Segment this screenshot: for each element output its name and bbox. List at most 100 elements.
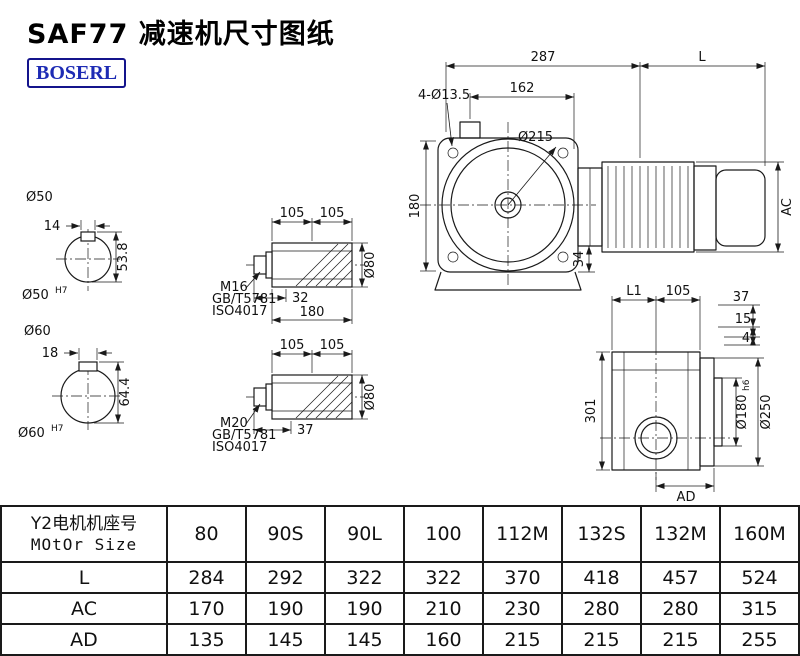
flange-circle	[441, 138, 575, 272]
dim-seg2-b: 105	[320, 338, 345, 353]
boserl-logo: BOSERL	[27, 58, 127, 88]
table-cell: 457	[640, 561, 721, 594]
table-cell: 215	[640, 623, 721, 656]
table-cell: 524	[719, 561, 800, 594]
header-label-en: MOtOr Size	[30, 535, 138, 554]
table-cell: 210	[403, 592, 484, 625]
dim-bolt-len-a: 32	[292, 291, 309, 306]
dim-AD: AD	[677, 490, 696, 505]
header-label-cn: Y2电机机座号	[30, 514, 138, 534]
keyway-b	[78, 361, 98, 372]
dim-4: 4	[742, 331, 750, 346]
label-bolt-holes: 4-Ø13.5	[418, 88, 470, 103]
label-bore-a: Ø50	[22, 288, 49, 303]
row-label-AC: AC	[0, 592, 168, 625]
dim-37: 37	[733, 290, 750, 305]
dim-side-105: 105	[666, 284, 691, 299]
table-cell: 135	[166, 623, 247, 656]
col-header-112m: 112M	[482, 505, 563, 563]
dimension-table: Y2电机机座号 MOtOr Size 80 90S 90L 100 112M 1…	[0, 505, 800, 656]
table-cell: 370	[482, 561, 563, 594]
dim-flange-dia-215: Ø215	[518, 130, 553, 145]
table-cell: 322	[403, 561, 484, 594]
label-dia-a: Ø50	[26, 190, 53, 205]
front-view: 287 L 4-Ø13.5 162 Ø215 180 34 AC	[408, 50, 795, 291]
table-cell: 292	[245, 561, 326, 594]
dim-motor-height-AC: AC	[780, 198, 795, 216]
row-label-AD: AD	[0, 623, 168, 656]
dim-bolt-len-b: 37	[297, 423, 314, 438]
table-cell: 280	[640, 592, 721, 625]
dim-seg1-a: 105	[280, 206, 305, 221]
dim-key-height-a: 53.8	[116, 243, 131, 272]
label-std1-a: GB/T5781	[212, 292, 276, 307]
table-row-AC: AC 170 190 190 210 230 280 280 315	[0, 592, 800, 625]
dim-15: 15	[735, 312, 752, 327]
col-header-90l: 90L	[324, 505, 405, 563]
dim-boss-tol-h6: h6	[742, 379, 752, 391]
table-cell: 230	[482, 592, 563, 625]
output-flange	[699, 357, 715, 467]
dim-flange-dia-250: Ø250	[759, 394, 774, 429]
stub-shaft-m20: 105 105 37 Ø80 M20 GB/T5781 ISO4017	[212, 338, 378, 455]
table-row-AD: AD 135 145 145 160 215 215 215 255	[0, 623, 800, 656]
label-std2-b: ISO4017	[212, 440, 267, 455]
dim-seg1-b: 105	[280, 338, 305, 353]
technical-drawing: 14 53.8 Ø50 Ø50 H7 18 64.4 Ø60 Ø60 H7	[18, 50, 795, 505]
table-cell: 284	[166, 561, 247, 594]
label-std2-a: ISO4017	[212, 304, 267, 319]
table-cell: 160	[403, 623, 484, 656]
col-header-160m: 160M	[719, 505, 800, 563]
table-header-motor-size: Y2电机机座号 MOtOr Size	[0, 505, 168, 563]
table-cell: 190	[324, 592, 405, 625]
dim-key-height-b: 64.4	[118, 378, 133, 407]
side-view: L1 105 37 15 4 301 Ø180 h6 Ø250 AD	[584, 284, 774, 505]
keyway-a	[80, 231, 96, 242]
label-bore-tol-a: H7	[55, 286, 68, 296]
row-label-L: L	[0, 561, 168, 594]
table-cell: 280	[561, 592, 642, 625]
bolt-head-m20	[253, 387, 267, 407]
dim-offset-34: 34	[572, 251, 587, 268]
dim-motor-length-L: L	[698, 50, 706, 65]
table-row-L: L 284 292 322 322 370 418 457 524	[0, 561, 800, 594]
dim-width-287: 287	[531, 50, 556, 65]
table-cell: 418	[561, 561, 642, 594]
table-cell: 215	[561, 623, 642, 656]
label-thread-b: M20	[220, 416, 248, 431]
dim-flange-width-162: 162	[510, 81, 535, 96]
output-boss	[713, 377, 723, 447]
col-header-132m: 132M	[640, 505, 721, 563]
table-cell: 322	[324, 561, 405, 594]
table-cell: 315	[719, 592, 800, 625]
dim-boss-dia-180: Ø180	[735, 394, 750, 429]
col-header-90s: 90S	[245, 505, 326, 563]
table-cell: 215	[482, 623, 563, 656]
output-bore	[634, 416, 678, 460]
col-header-80: 80	[166, 505, 247, 563]
table-cell: 145	[245, 623, 326, 656]
housing-base	[434, 271, 582, 291]
motor-rear-cap	[693, 165, 717, 251]
shaft-section-b: 18 64.4 Ø60 Ø60 H7	[18, 324, 133, 441]
table-cell: 255	[719, 623, 800, 656]
dim-seg2-a: 105	[320, 206, 345, 221]
table-cell: 170	[166, 592, 247, 625]
dim-key-width-a: 14	[44, 219, 61, 234]
label-bore-tol-b: H7	[51, 424, 64, 434]
stub-shaft-m16: 105 105 32 180 Ø80 M16 GB/T5781 ISO4017	[212, 206, 378, 324]
table-cell: 190	[245, 592, 326, 625]
dim-height-180: 180	[408, 194, 423, 219]
dim-height-301: 301	[584, 399, 599, 424]
dim-dia-stub-a: Ø80	[363, 252, 378, 279]
dim-dia-stub-b: Ø80	[363, 384, 378, 411]
dim-total-a: 180	[300, 305, 325, 320]
bolt-head-m16	[253, 255, 267, 275]
table-header-row: Y2电机机座号 MOtOr Size 80 90S 90L 100 112M 1…	[0, 505, 800, 563]
label-bore-b: Ø60	[18, 426, 45, 441]
motor-fan-cover	[715, 169, 766, 247]
col-header-100: 100	[403, 505, 484, 563]
table-cell: 145	[324, 623, 405, 656]
page-title: SAF77 减速机尺寸图纸	[27, 19, 335, 50]
dim-L1: L1	[626, 284, 642, 299]
